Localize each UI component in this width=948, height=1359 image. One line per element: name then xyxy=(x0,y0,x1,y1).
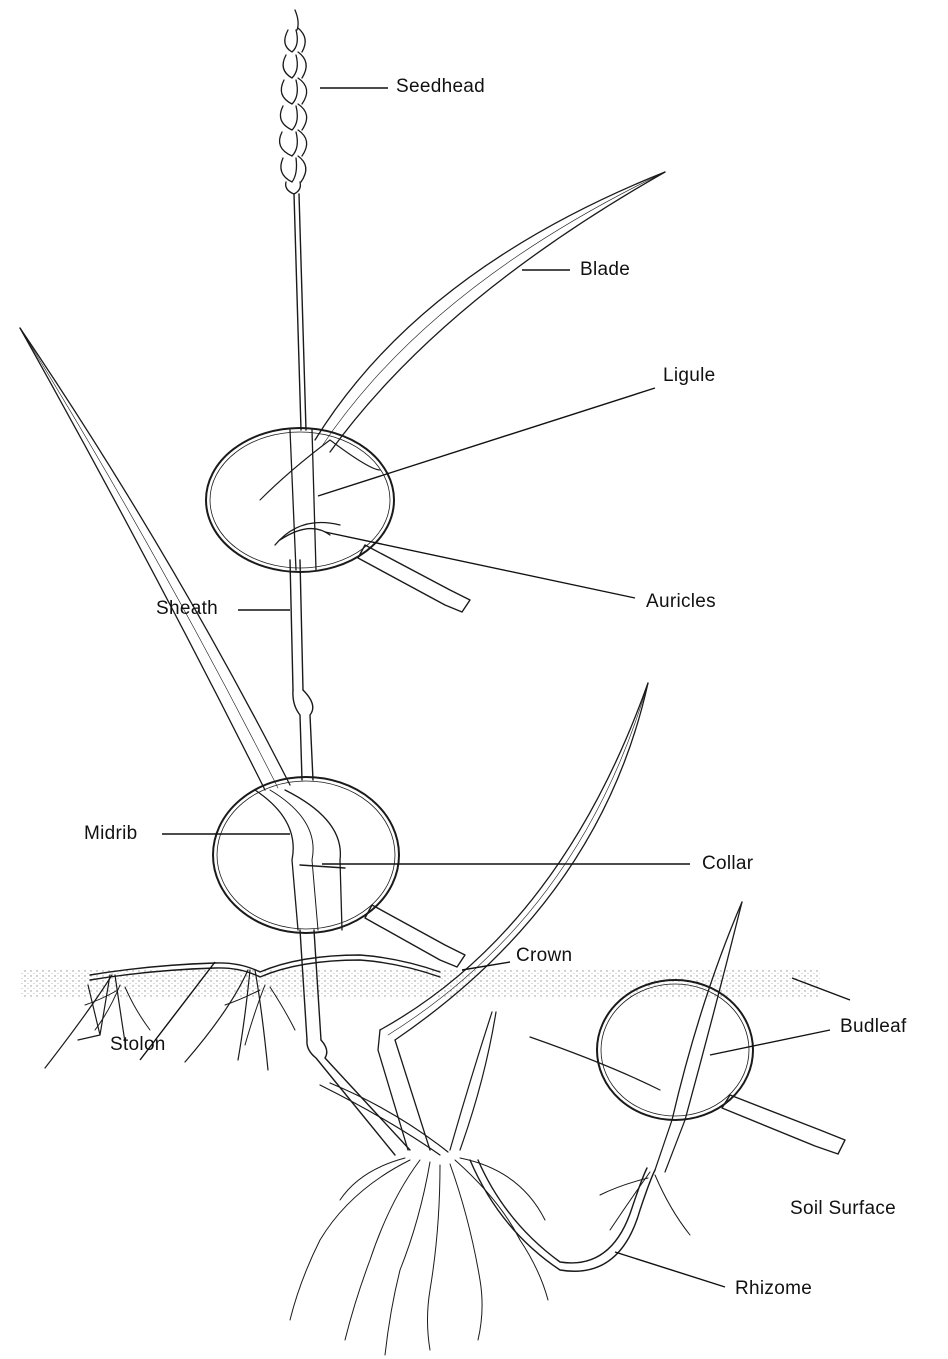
budleaf-leader xyxy=(710,1030,830,1055)
auricles-label: Auricles xyxy=(646,591,716,613)
ligule-label: Ligule xyxy=(663,365,716,387)
roots xyxy=(85,985,690,1355)
rhizome-leader xyxy=(615,1252,725,1287)
seedhead-drawing xyxy=(280,10,307,194)
rhizome xyxy=(470,1160,655,1271)
leader-lines xyxy=(140,88,850,1287)
crown-label: Crown xyxy=(516,945,572,967)
stolon-label: Stolon xyxy=(110,1034,166,1056)
blade-label: Blade xyxy=(580,259,630,281)
upper-blade xyxy=(315,172,665,452)
sheath-label: Sheath xyxy=(156,598,218,620)
midrib-label: Midrib xyxy=(84,823,138,845)
seedhead-label: Seedhead xyxy=(396,76,485,98)
budleaf-label: Budleaf xyxy=(840,1016,907,1038)
left-blade xyxy=(20,328,290,790)
crown-leaves xyxy=(320,1012,496,1155)
right-blade xyxy=(378,683,648,1150)
rhizome-label: Rhizome xyxy=(735,1278,812,1300)
soil-surface-label: Soil Surface xyxy=(790,1198,896,1220)
magnifier-collar xyxy=(213,777,465,967)
collar-label: Collar xyxy=(702,853,753,875)
main-stem xyxy=(290,194,410,1155)
magnifier-ligule xyxy=(206,428,470,612)
